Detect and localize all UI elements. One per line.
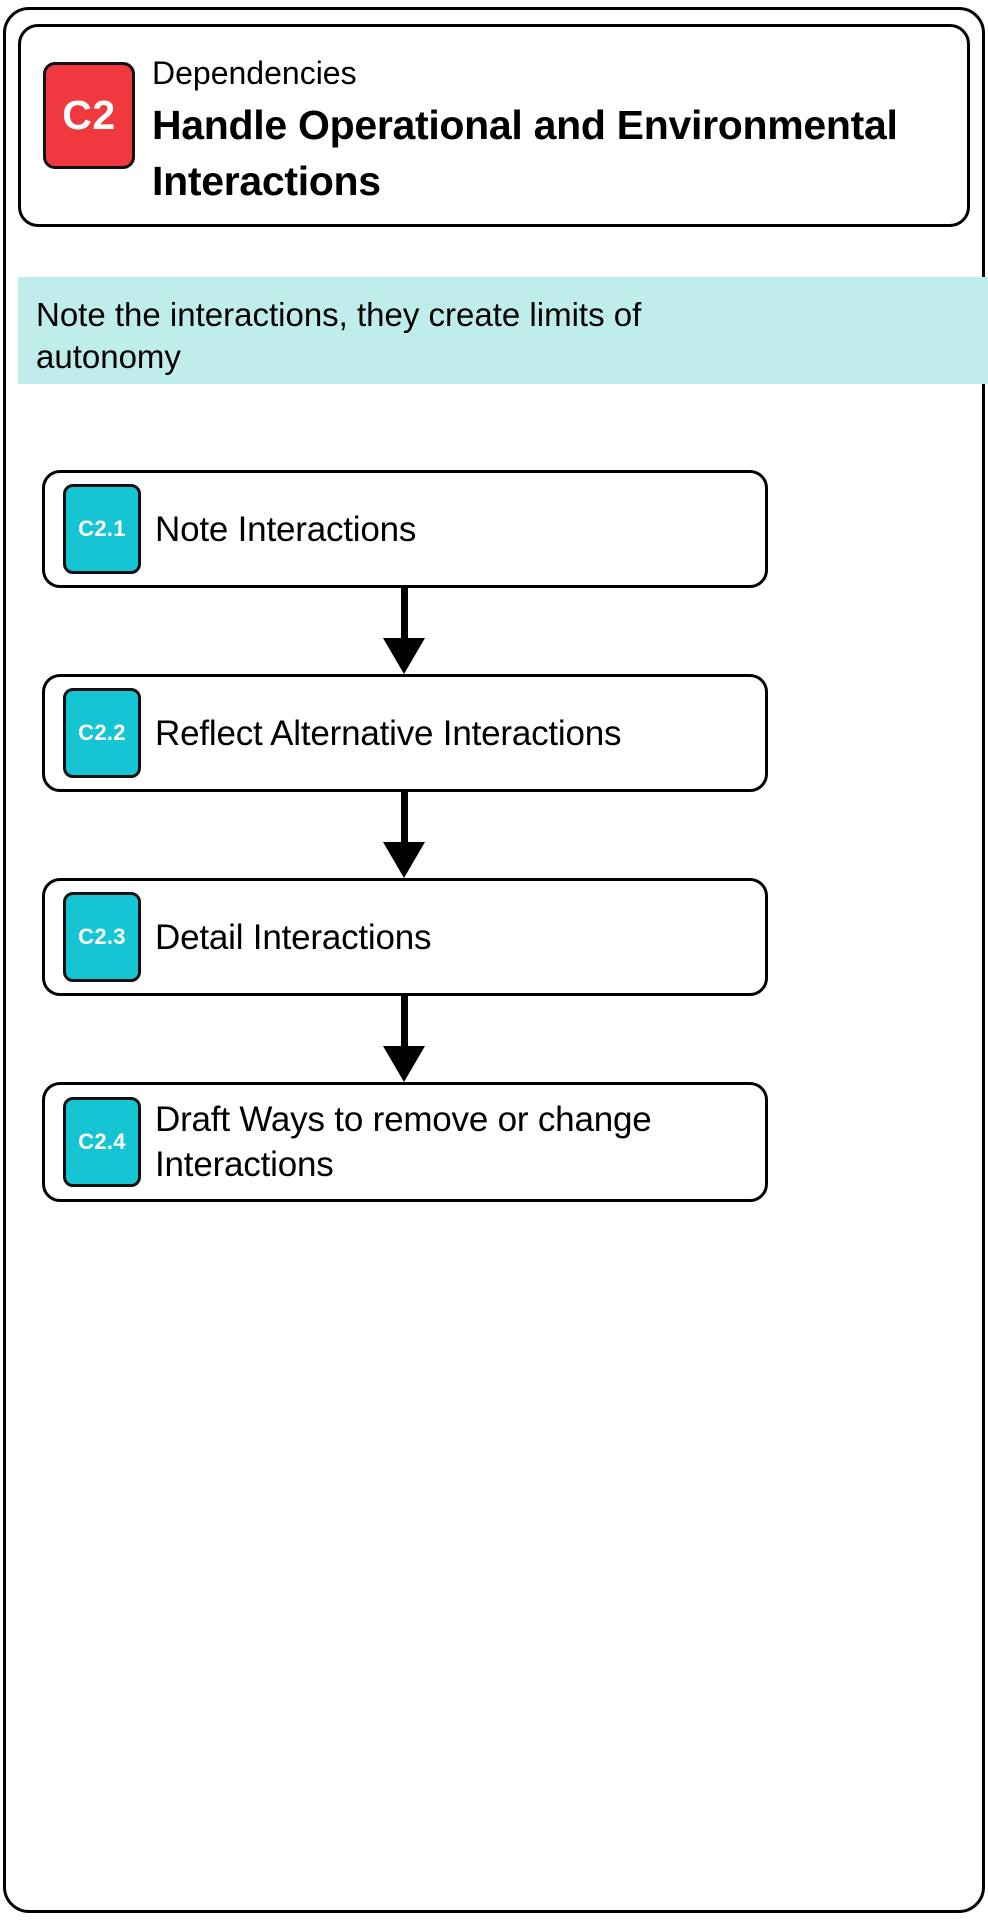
arrow-head-icon <box>383 842 425 878</box>
step-card-c2-3[interactable]: C2.3 Detail Interactions <box>42 878 768 996</box>
header-card[interactable]: C2 Dependencies Handle Operational and E… <box>18 24 970 227</box>
step-label-c2-1: Note Interactions <box>155 509 417 549</box>
arrow-shaft-icon <box>401 588 408 644</box>
arrow-shaft-icon <box>401 792 408 848</box>
step-label-c2-4: Draft Ways to remove or change Interacti… <box>155 1100 652 1184</box>
step-wrap-3: C2.3 Detail Interactions <box>42 878 768 996</box>
page-title: Handle Operational and Environmental Int… <box>152 102 898 204</box>
step-list: C2.1 Note Interactions C2.2 Reflect Alte… <box>42 470 768 1202</box>
step-wrap-4: C2.4 Draft Ways to remove or change Inte… <box>42 1082 768 1202</box>
arrow-head-icon <box>383 638 425 674</box>
arrow-shaft-icon <box>401 996 408 1052</box>
note-banner-text: Note the interactions, they create limit… <box>36 296 642 375</box>
step-card-c2-1[interactable]: C2.1 Note Interactions <box>42 470 768 588</box>
step-wrap-2: C2.2 Reflect Alternative Interactions <box>42 674 768 792</box>
step-badge-c2-1: C2.1 <box>63 484 141 574</box>
connector-arrow-1 <box>42 588 768 674</box>
connector-arrow-2 <box>42 792 768 878</box>
step-badge-c2-2: C2.2 <box>63 688 141 778</box>
arrow-head-icon <box>383 1046 425 1082</box>
note-banner: Note the interactions, they create limit… <box>18 277 988 384</box>
header-eyebrow: Dependencies <box>152 55 357 91</box>
step-badge-c2-4: C2.4 <box>63 1097 141 1187</box>
step-label-c2-3: Detail Interactions <box>155 917 432 957</box>
step-card-c2-2[interactable]: C2.2 Reflect Alternative Interactions <box>42 674 768 792</box>
step-wrap-1: C2.1 Note Interactions <box>42 470 768 588</box>
step-badge-c2-3: C2.3 <box>63 892 141 982</box>
header-text-group: Dependencies Handle Operational and Envi… <box>152 51 945 209</box>
header-badge-c2: C2 <box>43 62 135 169</box>
step-card-c2-4[interactable]: C2.4 Draft Ways to remove or change Inte… <box>42 1082 768 1202</box>
connector-arrow-3 <box>42 996 768 1082</box>
step-label-c2-2: Reflect Alternative Interactions <box>155 713 622 753</box>
